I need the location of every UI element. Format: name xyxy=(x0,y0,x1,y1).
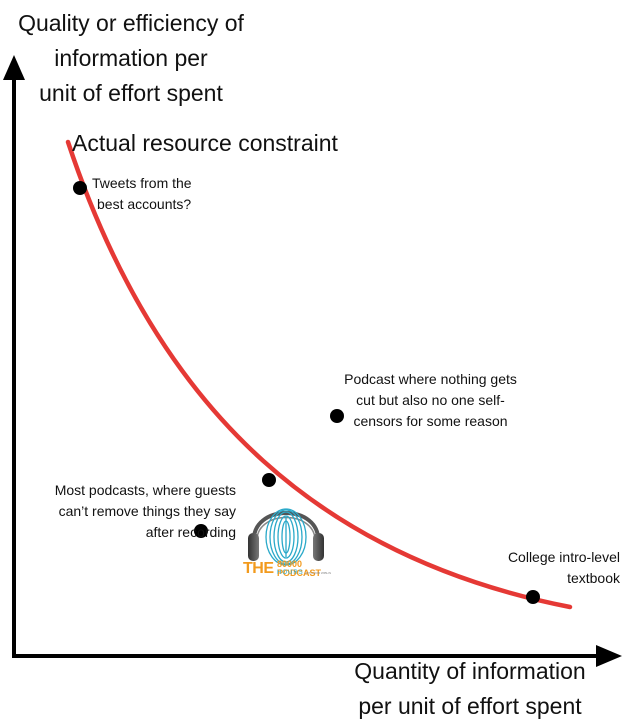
point-college-textbook xyxy=(526,590,540,604)
point-80000-hours-podcast xyxy=(262,473,276,487)
80000-hours-podcast-logo: THE 80000 PODCAST HOURS WITH ROB WIBLIN xyxy=(243,558,333,582)
point-most-podcasts xyxy=(194,524,208,538)
logo-host-text: WITH ROB WIBLIN xyxy=(305,571,332,575)
annotation-most-podcasts: Most podcasts, where guests can’t remove… xyxy=(54,482,236,540)
y-axis-title: Quality or efficiency of information per… xyxy=(18,10,244,106)
x-axis-title: Quantity of information per unit of effo… xyxy=(354,658,586,719)
point-tweets xyxy=(73,181,87,195)
resource-constraint-curve xyxy=(65,139,573,610)
logo-hours-text: HOURS xyxy=(277,570,304,576)
annotation-college-textbook: College intro-level textbook xyxy=(507,549,620,586)
annotation-podcast-uncut: Podcast where nothing gets cut but also … xyxy=(344,371,517,429)
headphones-logo-icon xyxy=(248,508,324,566)
curve-label: Actual resource constraint xyxy=(72,130,338,156)
x-axis-arrowhead xyxy=(596,645,622,667)
annotation-tweets: Tweets from the best accounts? xyxy=(92,175,192,212)
logo-the-text: THE xyxy=(243,560,274,577)
sound-wave-icon xyxy=(265,508,307,566)
y-axis-arrowhead xyxy=(3,55,25,80)
logo-number-text: 80000 PODCAST xyxy=(277,559,322,578)
point-podcast-uncut xyxy=(330,409,344,423)
